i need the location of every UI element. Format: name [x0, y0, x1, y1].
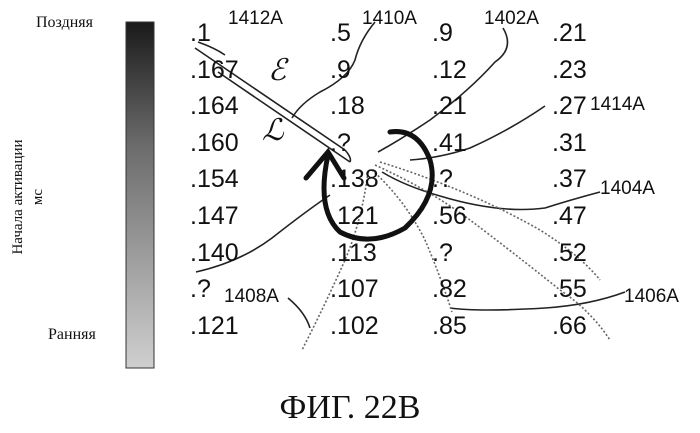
symbol-lower: ℒ	[262, 113, 285, 148]
activation-value: .1	[190, 19, 211, 47]
ref-label-1414A: 1414A	[590, 94, 645, 115]
ref-label-1410A: 1410A	[362, 8, 417, 29]
scale-bar	[126, 22, 154, 368]
scale-axis-title: Начала активации	[10, 139, 26, 254]
ref-label-1408A: 1408A	[224, 286, 279, 307]
activation-value: .140	[190, 239, 239, 267]
activation-value: .85	[432, 312, 467, 340]
activation-value: .21	[432, 92, 467, 120]
activation-value: .?	[432, 239, 453, 267]
activation-value: .18	[330, 92, 365, 120]
activation-value: .23	[552, 56, 587, 84]
activation-value: .12	[432, 56, 467, 84]
activation-value: .9	[432, 19, 453, 47]
activation-value: .138	[330, 165, 379, 193]
activation-value: .37	[552, 165, 587, 193]
ref-label-1406A: 1406A	[624, 286, 679, 307]
activation-value: .107	[330, 275, 379, 303]
activation-value: .9	[330, 56, 351, 84]
activation-value: .121	[190, 312, 239, 340]
scale-axis-unit: мс	[30, 189, 46, 205]
activation-value: .121	[330, 202, 379, 230]
activation-scale: Поздняя Ранняя Начала активации мс	[10, 14, 154, 368]
scale-top-label: Поздняя	[36, 14, 94, 31]
activation-value: .102	[330, 312, 379, 340]
activation-value: .47	[552, 202, 587, 230]
activation-value: .113	[330, 239, 377, 267]
lead-line-1406A	[450, 292, 625, 310]
activation-value: .82	[432, 275, 467, 303]
ref-label-1412A: 1412A	[228, 8, 283, 29]
activation-value: .31	[552, 129, 587, 157]
activation-value: .21	[552, 19, 587, 47]
activation-value: .56	[432, 202, 467, 230]
activation-value: .52	[552, 239, 587, 267]
activation-value: .154	[190, 165, 239, 193]
activation-value: .?	[432, 165, 453, 193]
activation-value: .164	[190, 92, 239, 120]
activation-value: .27	[552, 92, 587, 120]
activation-value: .167	[190, 56, 239, 84]
ref-label-1404A: 1404A	[600, 178, 655, 199]
activation-value: .66	[552, 312, 587, 340]
activation-value: .160	[190, 129, 239, 157]
activation-value: .?	[190, 275, 211, 303]
figure-caption: ФИГ. 22B	[280, 389, 421, 426]
activation-value: .41	[432, 129, 467, 157]
symbol-upper: ℰ	[268, 53, 289, 88]
activation-value: .5	[330, 19, 351, 47]
ref-label-1402A: 1402A	[484, 8, 539, 29]
activation-value: .55	[552, 275, 587, 303]
lead-line-1408A	[288, 298, 310, 328]
lead-line-1414A	[410, 106, 545, 160]
scale-bottom-label: Ранняя	[48, 326, 96, 343]
activation-value: .147	[190, 202, 239, 230]
activation-value: .?	[330, 129, 351, 157]
